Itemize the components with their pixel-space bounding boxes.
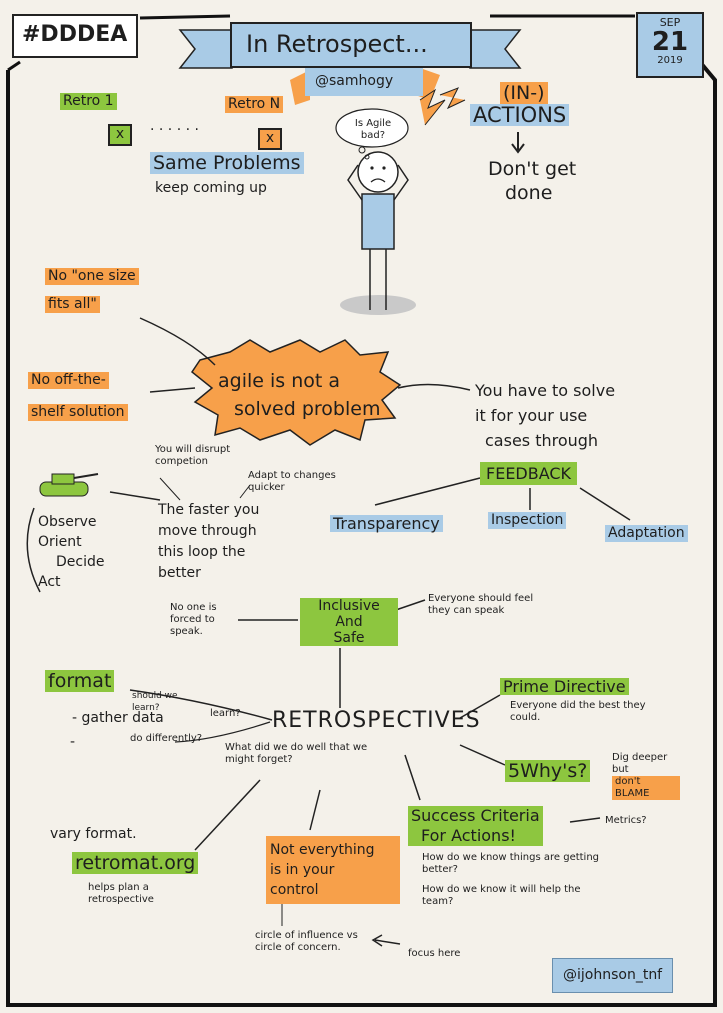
faster-text: The faster you move through this loop th… xyxy=(158,500,259,584)
dont-blame: don't BLAME xyxy=(612,776,680,800)
metrics: Metrics? xyxy=(605,815,647,826)
safe: Safe xyxy=(333,630,365,646)
dash: - xyxy=(70,734,76,750)
and: And xyxy=(335,614,363,630)
retro-n-label: Retro N xyxy=(225,96,284,113)
vary-format: vary format. xyxy=(50,826,137,842)
five-whys: 5Why's? xyxy=(505,760,591,782)
ooda-act: Act xyxy=(38,574,61,590)
ooda-orient: Orient xyxy=(38,534,82,550)
what-well: What did we do well that we might forget… xyxy=(225,742,368,765)
gather-data: - gather data xyxy=(72,710,164,726)
speaker-ribbon: @samhogy xyxy=(305,68,423,96)
retromat-link[interactable]: retromat.org xyxy=(72,852,199,874)
not-everything-line-2: is in your xyxy=(270,862,335,878)
actions-label: ACTIONS xyxy=(470,104,570,126)
title-banner: In Retrospect... xyxy=(230,22,472,68)
success-line-2: For Actions! xyxy=(421,826,516,845)
success-line-1: Success Criteria xyxy=(411,806,540,825)
not-everything: Not everything is in your control xyxy=(266,836,400,904)
inclusive-safe: Inclusive And Safe xyxy=(300,598,398,646)
author-handle: @ijohnson_tnf xyxy=(552,958,674,993)
faster-line-1: The faster you xyxy=(158,502,260,518)
retrospectives-center: RETROSPECTIVES xyxy=(272,708,481,733)
dig-deeper: Dig deeper but xyxy=(612,752,668,775)
one-size-1: No "one size xyxy=(45,268,139,285)
solve-line-1: You have to solve xyxy=(475,381,616,400)
hashtag-box: #DDDEA xyxy=(12,14,138,58)
burst-line-2: solved problem xyxy=(234,398,381,420)
ooda-decide: Decide xyxy=(56,554,105,570)
solve-text: You have to solve it for your use cases … xyxy=(475,378,615,453)
should-learn: should we learn? xyxy=(132,691,178,713)
do-differently: do differently? xyxy=(130,733,203,744)
hashtag: #DDDEA xyxy=(22,22,128,47)
prime-desc: Everyone did the best they could. xyxy=(510,700,646,723)
learn: learn? xyxy=(210,708,241,719)
inclusive: Inclusive xyxy=(318,598,380,614)
dont-get: Don't get xyxy=(488,158,577,180)
retro-1-x: x xyxy=(108,124,132,146)
faster-line-2: move through xyxy=(158,523,257,539)
dots: . . . . . . xyxy=(150,118,199,134)
solve-line-2: it for your use xyxy=(475,406,588,425)
faster-line-3: this loop the xyxy=(158,544,246,560)
off-shelf-1: No off-the- xyxy=(28,372,109,389)
ooda-loop: Observe Orient Decide Act xyxy=(38,512,104,592)
one-size-2: fits all" xyxy=(45,296,100,313)
prime-directive: Prime Directive xyxy=(500,678,629,695)
date-year: 2019 xyxy=(657,55,683,66)
no-one-forced: No one is forced to speak. xyxy=(170,602,217,637)
off-shelf-2: shelf solution xyxy=(28,404,128,421)
ooda-observe: Observe xyxy=(38,514,97,530)
page-title: In Retrospect... xyxy=(246,30,428,58)
retro-1-label: Retro 1 xyxy=(60,93,117,110)
disrupt-note: You will disrupt competion xyxy=(155,444,231,467)
not-everything-line-3: control xyxy=(270,882,319,898)
burst-line-1: agile is not a xyxy=(218,370,341,392)
focus-here: focus here xyxy=(408,948,461,959)
same-problems: Same Problems xyxy=(150,152,304,174)
circle-influence: circle of influence vs circle of concern… xyxy=(255,930,358,953)
question-2: How do we know it will help the team? xyxy=(422,884,581,907)
faster-line-4: better xyxy=(158,565,201,581)
question-1: How do we know things are getting better… xyxy=(422,852,600,875)
solve-line-3: cases through xyxy=(485,431,599,450)
adapt-note: Adapt to changes quicker xyxy=(248,470,336,493)
feedback-label: FEEDBACK xyxy=(480,462,578,485)
retro-n-x: x xyxy=(258,128,282,150)
thought-text: Is Agile bad? xyxy=(354,118,392,141)
done: done xyxy=(505,182,553,204)
keep-coming-up: keep coming up xyxy=(155,180,267,196)
adaptation: Adaptation xyxy=(605,525,688,542)
date-calendar: SEP 21 2019 xyxy=(636,12,704,78)
inspection: Inspection xyxy=(488,512,567,529)
format-label: format xyxy=(45,670,115,692)
transparency: Transparency xyxy=(330,515,443,532)
date-day: 21 xyxy=(651,27,689,57)
speaker-handle: @samhogy xyxy=(315,73,394,89)
success-criteria: Success Criteria For Actions! xyxy=(408,806,543,846)
everyone-speak: Everyone should feel they can speak xyxy=(428,593,534,616)
helps-plan: helps plan a retrospective xyxy=(88,882,154,905)
date-month: SEP xyxy=(659,16,681,29)
in-label: (IN-) xyxy=(500,82,548,104)
not-everything-line-1: Not everything xyxy=(270,842,375,858)
